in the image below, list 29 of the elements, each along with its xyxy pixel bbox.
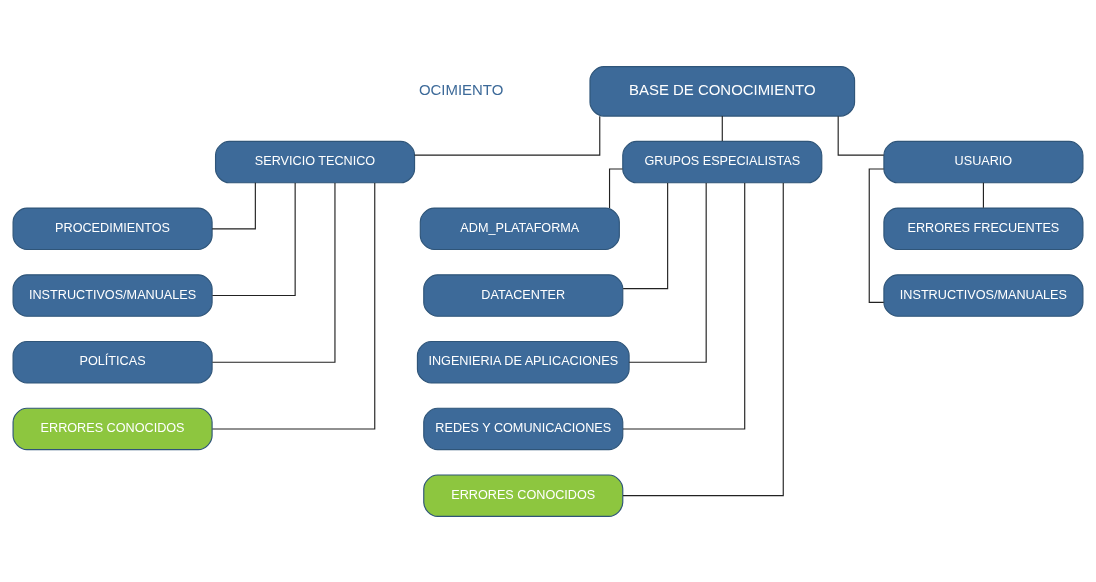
node-box: INGENIERIA DE APLICACIONES [416, 340, 630, 384]
connector [211, 181, 256, 229]
node-box: INSTRUCTIVOS/MANUALES [12, 273, 213, 317]
connector [622, 181, 746, 430]
node-box: POLÍTICAS [12, 340, 213, 384]
connector [622, 181, 784, 496]
node-box: ERRORES CONOCIDOS [12, 407, 213, 450]
node-box: GRUPOS ESPECIALISTAS [622, 140, 823, 183]
label: OCIMIENTO [418, 80, 504, 98]
connector [721, 115, 723, 142]
node-box: USUARIO [883, 140, 1084, 183]
connector [982, 181, 984, 208]
connector [628, 182, 707, 363]
connector [414, 115, 601, 156]
node-box: ERRORES FRECUENTES [883, 207, 1084, 250]
node-box: REDES Y COMUNICACIONES [423, 407, 624, 450]
node-box: BASE DE CONOCIMIENTO [589, 65, 856, 117]
node-box: ERRORES CONOCIDOS [423, 473, 624, 517]
connector [211, 181, 296, 296]
node-box: INSTRUCTIVOS/MANUALES [883, 273, 1084, 317]
node-box: ADM_PLATAFORMA [419, 207, 620, 250]
connector [211, 181, 376, 430]
node-box: SERVICIO TECNICO [214, 140, 416, 183]
node-box: DATACENTER [423, 273, 624, 317]
connector [868, 167, 885, 303]
connector [837, 115, 885, 156]
connector [622, 181, 669, 289]
node-box: PROCEDIMIENTOS [12, 207, 213, 250]
connector [211, 182, 336, 363]
